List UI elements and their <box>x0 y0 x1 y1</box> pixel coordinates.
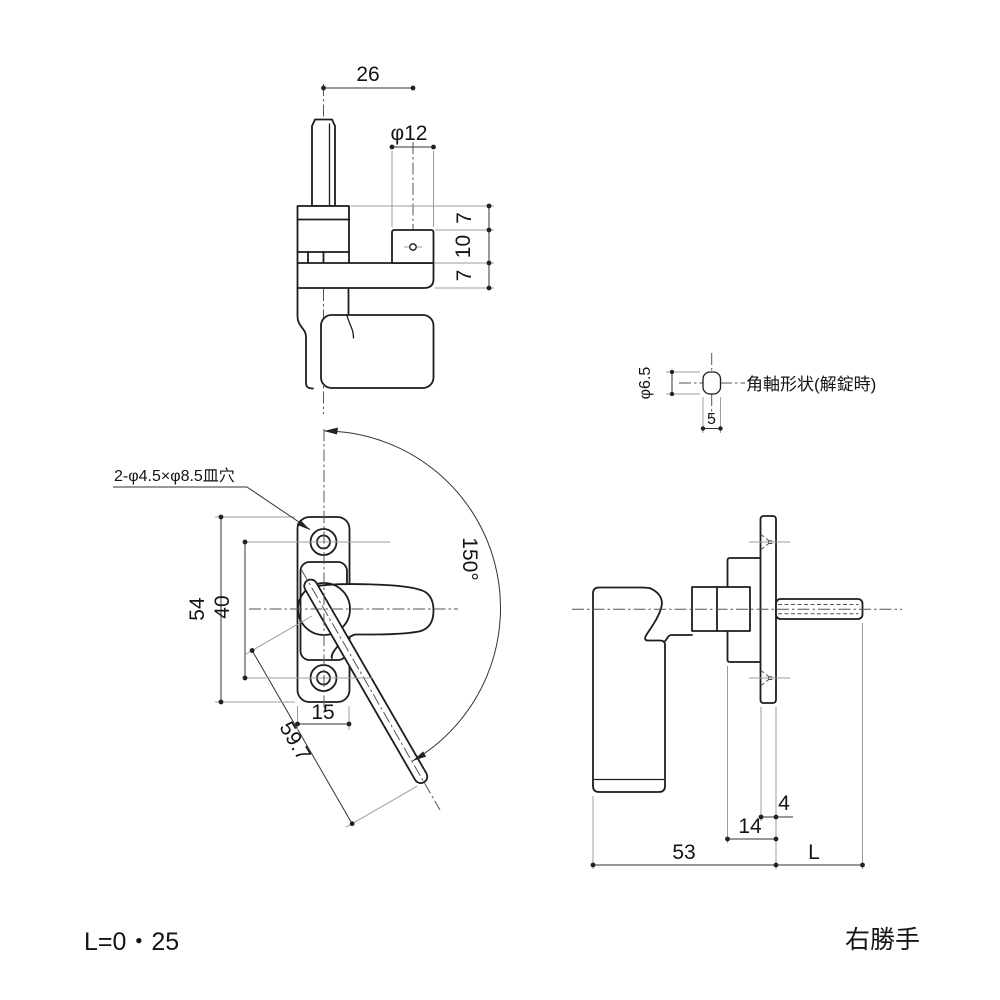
dim54-extension-lines <box>215 516 295 703</box>
dim-seg-bot-label: 7 <box>453 270 476 282</box>
dim-seg-top-label: 7 <box>453 212 476 224</box>
arc-arrowhead-bottom <box>412 751 427 761</box>
grip-top-projection <box>320 314 435 389</box>
hub-block-top <box>296 205 350 253</box>
grip-side-profile <box>592 586 666 793</box>
side-view: 4 14 53 L <box>572 515 902 869</box>
note-length-options: L=0・25 <box>84 928 179 956</box>
lever-axis-centerline <box>301 569 441 811</box>
dim-plate-width-label: 15 <box>311 701 334 724</box>
top-view: 26 φ12 7 10 7 <box>296 63 494 414</box>
rotation-arc <box>323 430 501 762</box>
dim-shaft-length-label: L <box>808 841 820 864</box>
side-extension-lines <box>592 623 863 869</box>
square-shaft-section <box>702 371 722 395</box>
dim-plate-thickness-label: 4 <box>778 792 790 815</box>
dim-rotation-angle-label: 150° <box>458 537 481 580</box>
hole-center-lines <box>244 541 390 679</box>
dim-seg-mid-label: 10 <box>452 235 475 258</box>
grip-outline-front <box>316 583 435 659</box>
grip-fillet-line <box>346 314 355 339</box>
dim-lever-length-label: 59.7 <box>275 718 315 765</box>
top-view-extension-lines <box>351 205 494 289</box>
dim-hole-pitch-label: 40 <box>211 595 234 618</box>
dim-body-depth-label: 53 <box>672 841 695 864</box>
shaft-hidden-edges <box>778 604 859 615</box>
dim-shaft-width-label: 5 <box>707 411 716 428</box>
lever-dim-extension-lines <box>245 615 418 828</box>
shaft-detail-caption: 角軸形状(解錠時) <box>746 375 876 394</box>
boss-center-hole <box>409 243 417 251</box>
hole-note-label: 2-φ4.5×φ8.5皿穴 <box>114 467 235 485</box>
notes: L=0・25 右勝手 <box>84 926 920 956</box>
hole-note-leader <box>113 486 311 530</box>
phi12-extension-lines <box>391 151 434 227</box>
countersink-center-marks <box>749 541 790 679</box>
dim-boss-depth-label: 14 <box>738 815 762 838</box>
spindle-shaft-top <box>311 118 336 207</box>
arc-arrowhead-top <box>324 427 338 435</box>
dim-top-width-label: 26 <box>356 63 379 86</box>
neck-left-profile <box>296 287 314 390</box>
dim-plate-height-label: 54 <box>186 597 209 621</box>
note-handing: 右勝手 <box>845 926 920 954</box>
dim-shaft-dia-label: φ6.5 <box>637 367 654 400</box>
neck-bottom-line <box>664 634 693 642</box>
base-plate-top <box>296 262 435 289</box>
hub-block-tabs <box>296 251 350 264</box>
shaft-detail-view: φ6.5 5 角軸形状(解錠時) <box>637 353 876 433</box>
dim-boss-dia-label: φ12 <box>391 122 428 145</box>
leader-arrowhead <box>296 519 310 530</box>
front-view: 59.7 150° 54 40 15 2-φ4.5×φ8.5皿穴 <box>113 427 501 828</box>
dim-line-lever-length <box>251 650 353 824</box>
